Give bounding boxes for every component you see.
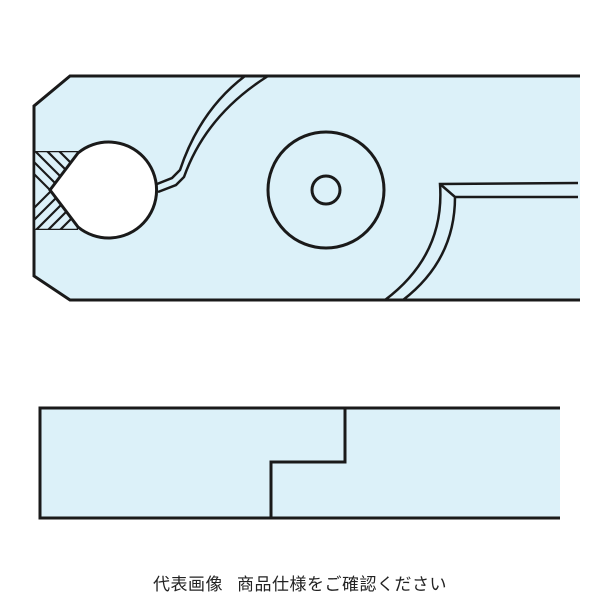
jaw-edge-curve: [156, 75, 246, 186]
side-view-outline: [38, 406, 560, 520]
caption-check-specs: 商品仕様をご確認ください: [237, 575, 447, 595]
caption-representative-image: 代表画像: [153, 575, 223, 595]
handle-slot-lower: [402, 183, 578, 301]
jaw-edge-curve-inner: [157, 74, 269, 194]
top-view: [32, 74, 580, 302]
pivot-outer: [266, 130, 386, 250]
handle-slot-upper: [384, 181, 579, 301]
side-view: [38, 406, 560, 520]
caption: 代表画像商品仕様をご確認ください: [0, 570, 600, 595]
top-view-body: [34, 76, 580, 300]
pivot-hole: [310, 174, 342, 206]
cutting-hole: [48, 140, 159, 240]
side-view-step-line: [269, 408, 347, 518]
